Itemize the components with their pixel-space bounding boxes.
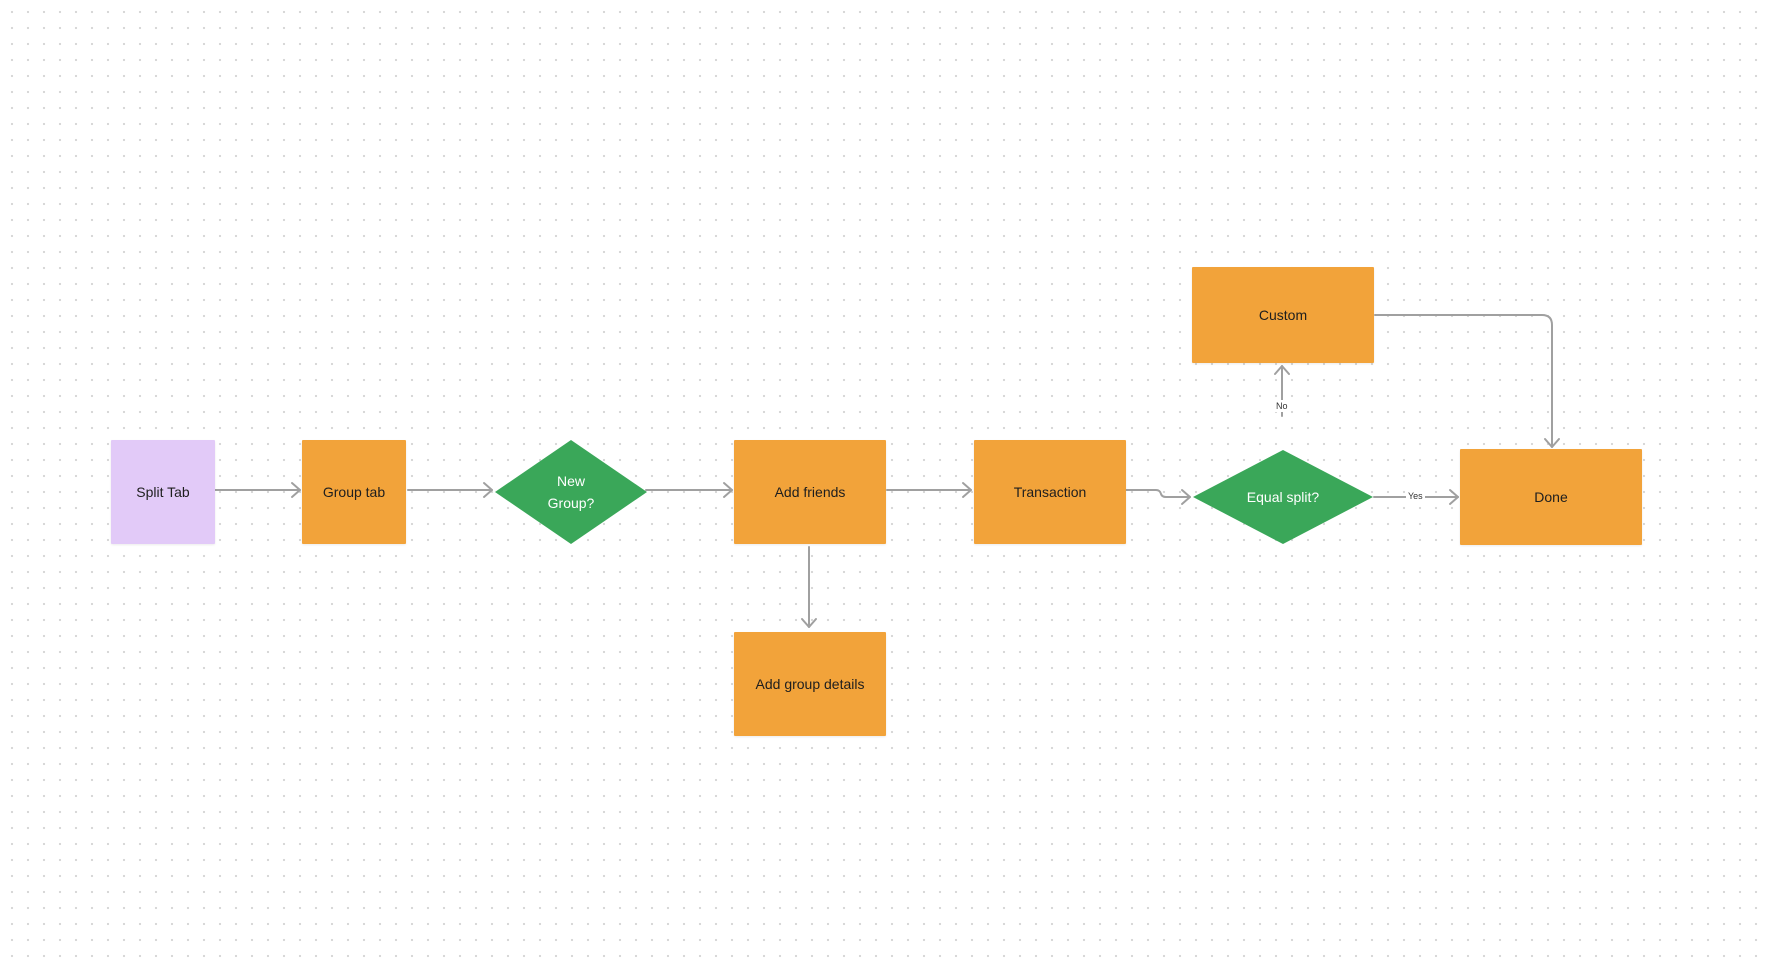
split-tab-label: Split Tab — [136, 484, 190, 500]
new-group-label-line2: Group? — [547, 495, 595, 511]
transaction-node[interactable]: Transaction — [974, 440, 1126, 544]
equal-split-decision[interactable]: Equal split? — [1192, 449, 1374, 545]
add-friends-label: Add friends — [774, 484, 846, 500]
edge-label-yes: Yes — [1406, 490, 1425, 502]
done-label: Done — [1534, 489, 1568, 505]
add-friends-node[interactable]: Add friends — [734, 440, 886, 544]
edge-label-no: No — [1274, 400, 1290, 412]
equal-split-label-text: Equal split? — [1246, 489, 1320, 505]
transaction-label: Transaction — [1013, 484, 1087, 500]
arrowhead — [962, 482, 972, 498]
done-node[interactable]: Done — [1460, 449, 1642, 545]
diamond-shape — [1193, 450, 1373, 544]
new-group-decision[interactable]: New Group? — [494, 439, 648, 545]
arrowhead — [801, 618, 817, 628]
edge-custom-to-done — [1374, 314, 1553, 448]
arrowhead — [483, 482, 493, 498]
group-tab-label: Group tab — [322, 484, 386, 500]
arrowhead — [1274, 365, 1290, 375]
equal-split-label: Equal split? — [1192, 449, 1374, 545]
custom-node[interactable]: Custom — [1192, 267, 1374, 363]
arrowhead — [1449, 489, 1459, 505]
split-tab-node[interactable]: Split Tab — [111, 440, 215, 544]
new-group-label: New Group? — [494, 439, 648, 545]
group-tab-node[interactable]: Group tab — [302, 440, 406, 544]
arrowhead — [291, 482, 301, 498]
diamond-shape — [495, 440, 647, 544]
add-group-details-node[interactable]: Add group details — [734, 632, 886, 736]
new-group-label-line1: New — [556, 473, 585, 489]
custom-label: Custom — [1258, 307, 1308, 323]
arrowhead — [1544, 438, 1560, 448]
edge-transaction-to-equal-split — [1125, 489, 1191, 498]
arrowhead — [723, 482, 733, 498]
arrowhead — [1181, 489, 1191, 505]
add-group-details-label: Add group details — [755, 676, 865, 692]
